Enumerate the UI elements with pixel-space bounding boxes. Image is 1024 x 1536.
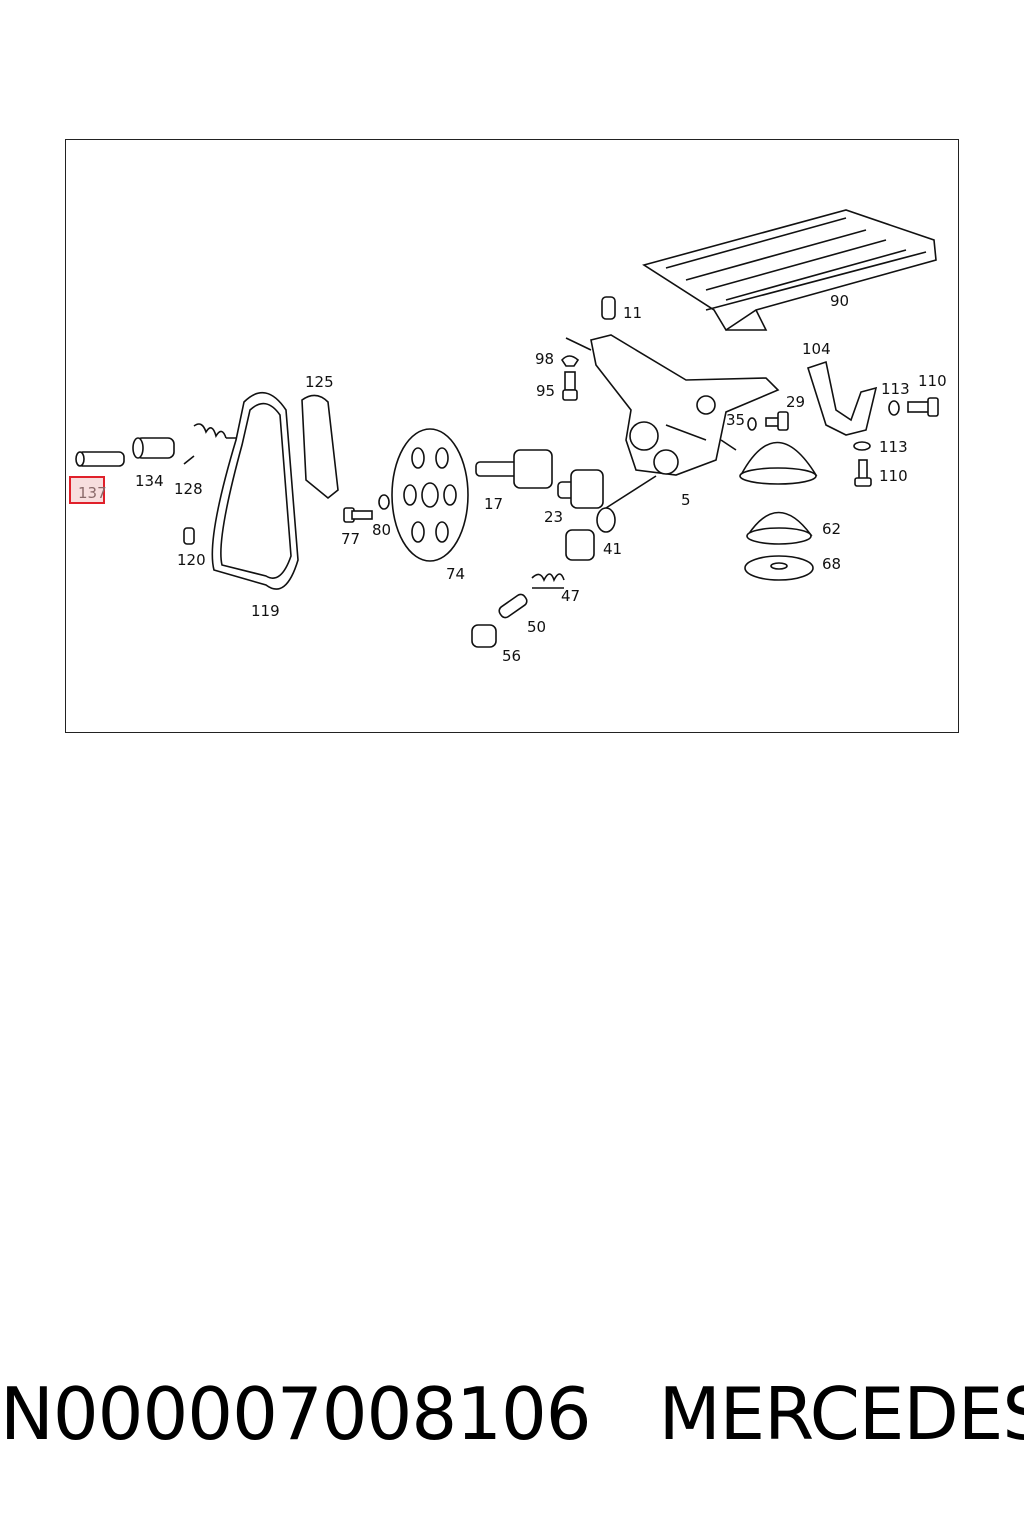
part-23-driven-gear [557,469,604,509]
part-11-dowel-sleeve [601,296,616,320]
part-104-bracket [807,360,878,436]
label-113-upper[interactable]: 113 [881,380,910,398]
part-113-washer-lower [853,441,871,451]
part-17-drive-shaft [475,449,553,489]
part-74-sprocket [391,428,469,562]
part-90-baffle-plate [642,209,937,332]
label-74[interactable]: 74 [446,565,465,583]
part-47-spring [531,573,565,589]
part-35-washer [747,417,757,431]
label-125[interactable]: 125 [305,373,334,391]
label-90[interactable]: 90 [830,292,849,310]
part-77-bolt [343,507,373,523]
label-41[interactable]: 41 [603,540,622,558]
part-41-plunger [565,475,657,561]
label-56[interactable]: 56 [502,647,521,665]
label-62[interactable]: 62 [822,520,841,538]
part-29-bolt [765,411,789,431]
part-95-bolt [562,371,578,401]
label-35[interactable]: 35 [726,411,745,429]
part-80-washer [378,494,390,510]
label-23[interactable]: 23 [544,508,563,526]
label-110-upper[interactable]: 110 [918,372,947,390]
part-110-bolt-lower [854,459,872,487]
label-80[interactable]: 80 [372,521,391,539]
part-125-tensioner-rail [301,394,339,500]
part-128-spring [183,423,236,465]
label-137[interactable]: 137 [78,484,107,502]
label-120[interactable]: 120 [177,551,206,569]
footer-caption: N000007008106 MERCEDES [0,1372,1024,1456]
label-50[interactable]: 50 [527,618,546,636]
label-134[interactable]: 134 [135,472,164,490]
part-98-washer [560,355,580,367]
label-119[interactable]: 119 [251,602,280,620]
highlight-box-137[interactable] [69,476,105,504]
label-29[interactable]: 29 [786,393,805,411]
part-113-washer-upper [888,400,900,416]
label-128[interactable]: 128 [174,480,203,498]
part-50-piston [498,593,528,619]
label-47[interactable]: 47 [561,587,580,605]
part-62-strainer-cap [746,511,813,545]
label-11[interactable]: 11 [623,304,642,322]
part-119-timing-chain [211,392,299,590]
label-5[interactable]: 5 [681,491,691,509]
label-68[interactable]: 68 [822,555,841,573]
part-110-bolt-upper [907,397,939,417]
label-113-lower[interactable]: 113 [879,438,908,456]
label-110-lower[interactable]: 110 [879,467,908,485]
parts-diagram-frame: 90 11 98 95 104 113 110 29 35 113 110 12… [65,139,959,733]
part-number: N000007008106 [0,1372,592,1456]
label-95[interactable]: 95 [536,382,555,400]
label-17[interactable]: 17 [484,495,503,513]
oil-pump-exploded-diagram: 90 11 98 95 104 113 110 29 35 113 110 12… [69,209,947,665]
part-68-strainer-plate [744,555,814,581]
part-5-oil-pump-housing [565,334,780,476]
part-56-plug [471,624,497,648]
part-120-chain-lock [183,527,195,545]
part-strainer-dome [739,441,818,485]
part-134-sleeve [132,437,175,459]
brand-name: MERCEDES [658,1372,1024,1456]
label-104[interactable]: 104 [802,340,831,358]
part-137-pin [75,451,125,467]
label-77[interactable]: 77 [341,530,360,548]
label-98[interactable]: 98 [535,350,554,368]
